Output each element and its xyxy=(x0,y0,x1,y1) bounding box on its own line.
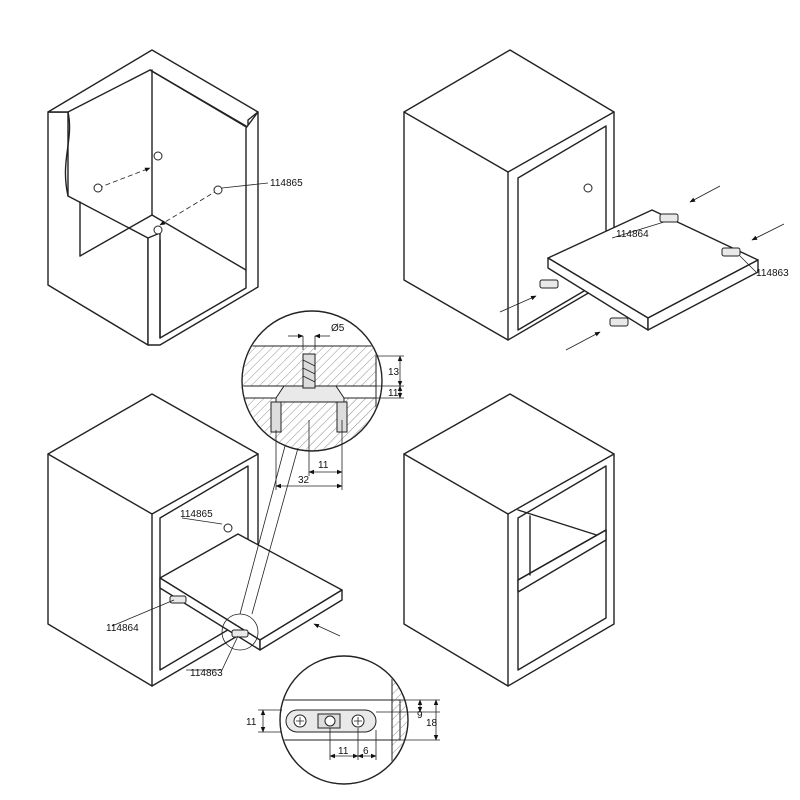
label-114863-bottom-left: 114863 xyxy=(190,668,223,679)
label-114864-bottom-left: 114864 xyxy=(106,623,139,634)
dim-11-horizontal-bottom: 11 xyxy=(338,746,349,757)
detail-section-top xyxy=(239,310,404,615)
dim-diameter-5: Ø5 xyxy=(331,323,345,334)
dim-11-vertical-top: 11 xyxy=(388,388,399,399)
detail-bracket-bottom xyxy=(258,655,440,785)
label-114865-bottom-left: 114865 xyxy=(180,509,213,520)
label-114863-top-right: 114863 xyxy=(756,268,789,279)
cabinet-finished-bottom-right xyxy=(403,393,615,687)
dim-6: 6 xyxy=(363,746,369,757)
dim-18: 18 xyxy=(426,718,438,729)
cabinet-cutaway-top-left xyxy=(47,49,269,346)
dim-9: 9 xyxy=(417,710,423,721)
dim-32: 32 xyxy=(298,475,310,486)
label-114864-top-right: 114864 xyxy=(616,229,649,240)
cabinet-shelf-insert-top-right xyxy=(403,49,785,351)
label-114865-top-left: 114865 xyxy=(270,178,303,189)
dim-13: 13 xyxy=(388,367,400,378)
cabinet-shelf-installed-bottom-left xyxy=(47,393,343,687)
dim-11-horizontal-top: 11 xyxy=(318,460,329,471)
dim-11-vertical-bottom: 11 xyxy=(246,717,257,728)
